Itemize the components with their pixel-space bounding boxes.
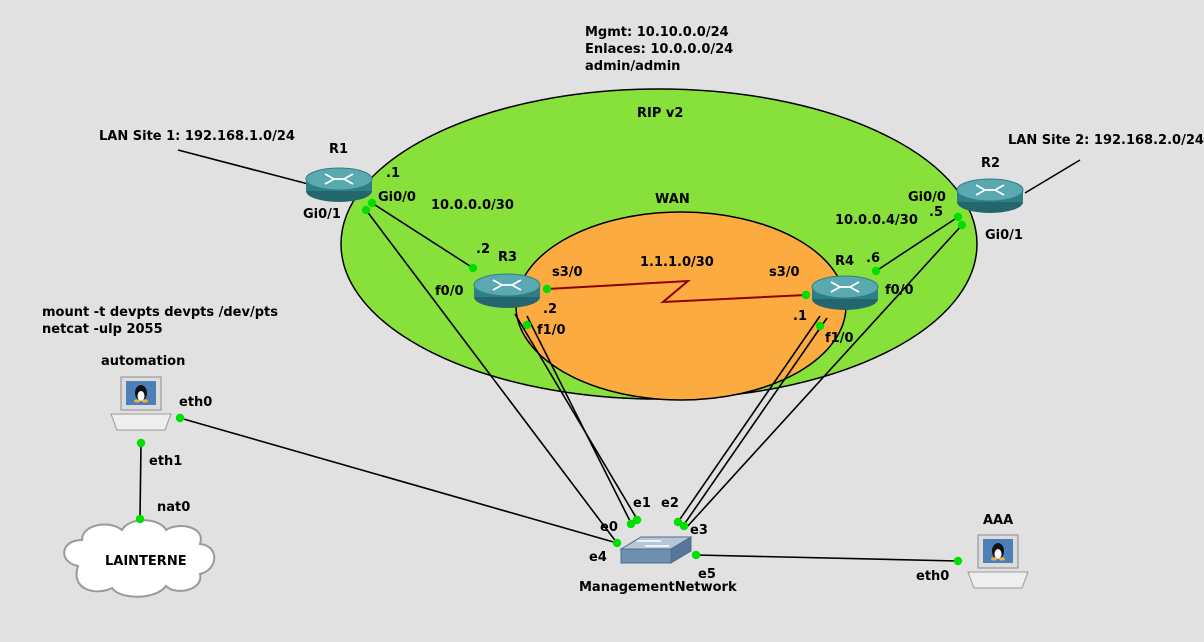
mgmt-note-line1: Mgmt: 10.10.0.0/24 bbox=[585, 25, 729, 40]
r2-label: R2 bbox=[981, 156, 1001, 171]
switch-e5-label: e5 bbox=[698, 567, 716, 582]
mgmt-note-line2: Enlaces: 10.0.0.0/24 bbox=[585, 42, 734, 57]
automation-note-line1: mount -t devpts devpts /dev/pts bbox=[42, 305, 278, 320]
automation-eth1-label: eth1 bbox=[149, 454, 183, 469]
internet-label: LAINTERNE bbox=[105, 554, 187, 569]
port-dot-nat0 bbox=[135, 514, 145, 524]
port-dot-auto-eth0 bbox=[175, 413, 185, 423]
wan-area bbox=[515, 211, 847, 401]
r1-f00-label: f0/0 bbox=[435, 284, 464, 299]
r2-gi01-label: Gi0/1 bbox=[985, 228, 1023, 243]
router-r1-icon[interactable] bbox=[305, 167, 373, 202]
port-indicators bbox=[135, 198, 967, 566]
port-dot-sw-e0 bbox=[626, 519, 636, 529]
r1-gi01-label: Gi0/1 bbox=[303, 207, 341, 222]
port-dot-sw-e1 bbox=[632, 515, 642, 525]
switch-e1-label: e1 bbox=[633, 496, 651, 511]
port-dot-r3-f10 bbox=[522, 320, 532, 330]
r3-dot2a-label: .2 bbox=[476, 242, 490, 257]
port-dot-r4-f00 bbox=[871, 266, 881, 276]
switch-e2-label: e2 bbox=[661, 496, 679, 511]
automation-note-line2: netcat -ulp 2055 bbox=[42, 322, 163, 337]
port-dot-r2-gi00 bbox=[953, 212, 963, 222]
link-r3-switch-e1[interactable] bbox=[526, 315, 632, 524]
r4-label: R4 bbox=[835, 254, 855, 269]
router-r4-icon[interactable] bbox=[811, 275, 879, 310]
r3-dot2b-label: .2 bbox=[543, 302, 557, 317]
port-dot-r1-gi01 bbox=[361, 205, 371, 215]
switch-e0-label: e0 bbox=[600, 520, 618, 535]
r2-dot5-label: .5 bbox=[929, 205, 943, 220]
link-lan-site1[interactable] bbox=[177, 149, 313, 186]
port-dot-r3-s30 bbox=[542, 284, 552, 294]
link-r1-switch[interactable] bbox=[365, 209, 618, 544]
link-switch-aaa[interactable] bbox=[695, 554, 959, 562]
automation-label: automation bbox=[101, 354, 186, 369]
aaa-eth0-label: eth0 bbox=[916, 569, 950, 584]
port-dot-sw-e5 bbox=[691, 550, 701, 560]
r4-s30-label: s3/0 bbox=[769, 265, 800, 280]
internet-cloud[interactable] bbox=[63, 519, 216, 598]
r1-label: R1 bbox=[329, 142, 349, 157]
link-automation-nat[interactable] bbox=[139, 442, 142, 520]
link-lan-site2[interactable] bbox=[1024, 159, 1081, 194]
automation-eth0-label: eth0 bbox=[179, 395, 213, 410]
port-dot-r2-gi01 bbox=[957, 220, 967, 230]
port-dot-auto-eth1 bbox=[136, 438, 146, 448]
lan-site1-label: LAN Site 1: 192.168.1.0/24 bbox=[99, 129, 295, 144]
r4-f10-label: f1/0 bbox=[825, 331, 854, 346]
port-dot-r3-gi bbox=[468, 263, 478, 273]
wan-area-label: WAN bbox=[655, 192, 690, 207]
link-r2-r4[interactable] bbox=[875, 216, 959, 272]
links bbox=[139, 149, 1081, 562]
switch-icon[interactable] bbox=[619, 536, 693, 564]
port-dot-sw-e4 bbox=[612, 538, 622, 548]
aaa-host-icon[interactable] bbox=[967, 534, 1029, 589]
mgmt-note-line3: admin/admin bbox=[585, 59, 681, 74]
r2-gi00-label: Gi0/0 bbox=[908, 190, 946, 205]
port-dot-r4-f10 bbox=[815, 321, 825, 331]
nat0-label: nat0 bbox=[157, 500, 191, 515]
switch-e3-label: e3 bbox=[690, 523, 708, 538]
subnet-r3-r4-label: 1.1.1.0/30 bbox=[640, 255, 714, 270]
router-r2-icon[interactable] bbox=[956, 178, 1024, 213]
serial-link-r3-r4[interactable] bbox=[546, 279, 807, 304]
r3-f10-label: f1/0 bbox=[537, 323, 566, 338]
r3-s30-label: s3/0 bbox=[552, 265, 583, 280]
link-automation-switch[interactable] bbox=[179, 417, 618, 544]
r1-dot1-label: .1 bbox=[386, 166, 400, 181]
port-dot-r4-s30 bbox=[801, 290, 811, 300]
link-r4-switch-e2[interactable] bbox=[677, 315, 821, 523]
port-dot-aaa-eth0 bbox=[953, 556, 963, 566]
router-r3-icon[interactable] bbox=[473, 273, 541, 308]
lan-site2-label: LAN Site 2: 192.168.2.0/24 bbox=[1008, 133, 1204, 148]
subnet-r1-r3-label: 10.0.0.0/30 bbox=[431, 198, 514, 213]
automation-host-icon[interactable] bbox=[110, 376, 172, 431]
switch-e4-label: e4 bbox=[589, 550, 607, 565]
port-dot-sw-e3 bbox=[679, 521, 689, 531]
r1-gi00-label: Gi0/0 bbox=[378, 190, 416, 205]
subnet-r2-r4-label: 10.0.0.4/30 bbox=[835, 213, 918, 228]
r4-dot1-label: .1 bbox=[793, 309, 807, 324]
port-dot-r1-gi00 bbox=[367, 198, 377, 208]
link-r1-r3[interactable] bbox=[371, 202, 474, 269]
r3-label: R3 bbox=[498, 250, 518, 265]
r4-dot6-label: .6 bbox=[866, 251, 880, 266]
switch-label: ManagementNetwork bbox=[579, 580, 737, 595]
link-r4-switch-e2b[interactable] bbox=[682, 317, 828, 527]
r4-f00-label: f0/0 bbox=[885, 283, 914, 298]
port-dot-sw-e2 bbox=[673, 517, 683, 527]
link-r2-switch-e3[interactable] bbox=[685, 224, 963, 529]
aaa-label: AAA bbox=[983, 513, 1014, 528]
rip-area-label: RIP v2 bbox=[637, 106, 684, 121]
link-r3-switch-e1b[interactable] bbox=[514, 313, 638, 520]
